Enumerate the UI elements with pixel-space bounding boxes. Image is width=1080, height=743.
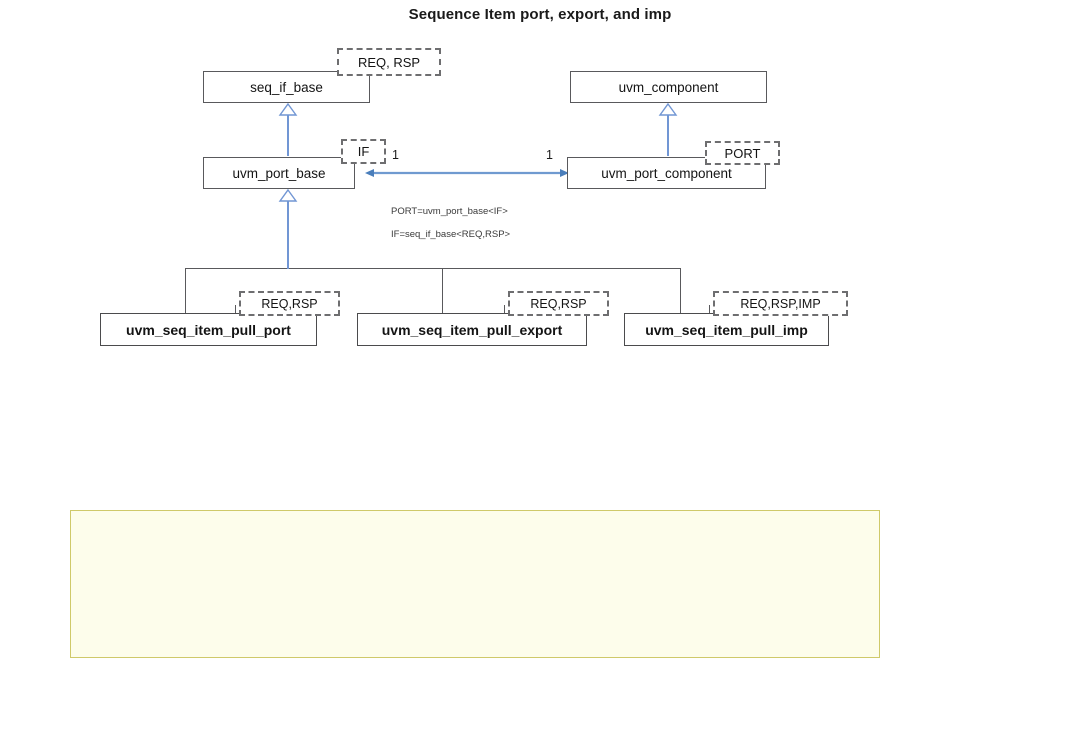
generalization-line-to-subclass-tree [287, 199, 289, 269]
subclass-tree-bus [185, 268, 681, 269]
class-label-uvm-seq-item-pull-port: uvm_seq_item_pull_port [126, 321, 291, 338]
generalization-arrow-seq-if-base [278, 102, 298, 116]
template-param-uvm-seq-item-pull-export[interactable]: REQ,RSP [508, 291, 609, 316]
template-param-uvm-seq-item-pull-imp[interactable]: REQ,RSP,IMP [713, 291, 848, 316]
generalization-line-port-component-to-uvm-component [667, 113, 669, 156]
class-box-seq-if-base[interactable]: seq_if_base [203, 71, 370, 103]
generalization-arrow-uvm-port-base [278, 188, 298, 202]
template-param-label: REQ,RSP [261, 296, 318, 311]
constraint-note-port: PORT=uvm_port_base<IF> [391, 206, 508, 217]
class-box-uvm-port-base[interactable]: uvm_port_base [203, 157, 355, 189]
template-param-uvm-port-base[interactable]: IF [341, 139, 386, 164]
page-title: Sequence Item port, export, and imp [408, 6, 672, 23]
template-param-label: IF [357, 144, 370, 159]
template-param-uvm-seq-item-pull-port[interactable]: REQ,RSP [239, 291, 340, 316]
class-box-uvm-seq-item-pull-imp[interactable]: uvm_seq_item_pull_imp [624, 313, 829, 346]
generalization-arrow-uvm-component [658, 102, 678, 116]
template-param-label: REQ,RSP [530, 296, 587, 311]
template-tether-pull-export-notch [504, 305, 505, 314]
class-label-uvm-component: uvm_component [618, 79, 719, 95]
class-label-seq-if-base: seq_if_base [250, 79, 323, 95]
template-param-label: PORT [724, 145, 761, 161]
subclass-tree-drop-export [442, 268, 443, 314]
template-param-label: REQ,RSP,IMP [740, 296, 821, 311]
class-box-uvm-component[interactable]: uvm_component [570, 71, 767, 103]
multiplicity-right: 1 [546, 148, 553, 162]
generalization-line-port-base-to-seq-if-base [287, 113, 289, 156]
class-box-uvm-seq-item-pull-export[interactable]: uvm_seq_item_pull_export [357, 313, 587, 346]
notes-panel[interactable] [70, 510, 880, 658]
template-param-uvm-port-component[interactable]: PORT [705, 141, 780, 165]
constraint-note-if: IF=seq_if_base<REQ,RSP> [391, 229, 511, 240]
template-param-label: REQ, RSP [357, 54, 421, 70]
subclass-tree-drop-port [185, 268, 186, 314]
subclass-tree-drop-imp [680, 268, 681, 314]
template-tether-pull-imp-notch [709, 305, 710, 314]
multiplicity-left: 1 [392, 148, 399, 162]
class-label-uvm-port-component: uvm_port_component [601, 165, 732, 181]
class-label-uvm-port-base: uvm_port_base [232, 165, 326, 181]
class-box-uvm-seq-item-pull-port[interactable]: uvm_seq_item_pull_port [100, 313, 317, 346]
association-arrow-port-base-port-component [365, 169, 569, 177]
template-param-seq-if-base[interactable]: REQ, RSP [337, 48, 441, 76]
class-label-uvm-seq-item-pull-imp: uvm_seq_item_pull_imp [645, 321, 808, 338]
template-tether-pull-port-notch [235, 305, 236, 314]
class-label-uvm-seq-item-pull-export: uvm_seq_item_pull_export [381, 321, 563, 338]
